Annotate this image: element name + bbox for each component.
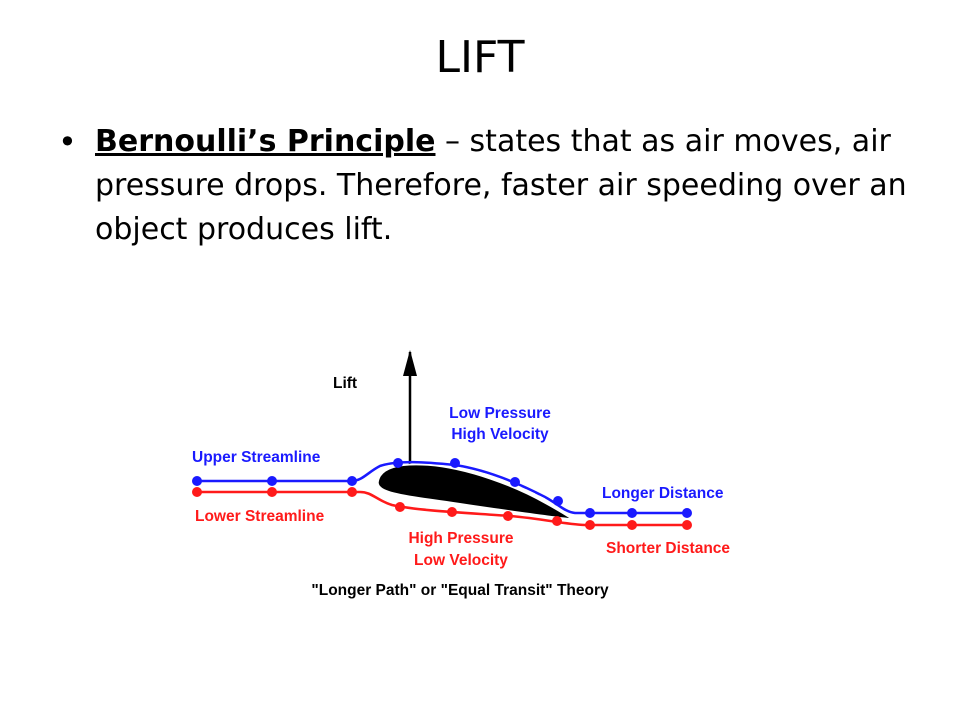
upper-dot — [267, 476, 277, 486]
longer-distance-label: Longer Distance — [602, 485, 724, 502]
high-velocity-label: High Velocity — [451, 426, 549, 443]
upper-dot — [627, 508, 637, 518]
shorter-distance-label: Shorter Distance — [606, 540, 730, 557]
lower-dot — [682, 520, 692, 530]
lower-dot — [192, 487, 202, 497]
bullet-item: • Bernoulli’s Principle – states that as… — [58, 120, 918, 252]
lift-label: Lift — [333, 375, 357, 392]
upper-dot — [585, 508, 595, 518]
theory-caption: "Longer Path" or "Equal Transit" Theory — [311, 582, 609, 599]
lower-dot — [552, 516, 562, 526]
upper-dot — [450, 458, 460, 468]
upper-streamline-edge — [379, 463, 546, 500]
lower-dot — [447, 507, 457, 517]
high-pressure-label: High Pressure — [408, 530, 513, 547]
low-pressure-label: Low Pressure — [449, 405, 551, 422]
upper-dot — [192, 476, 202, 486]
lower-streamline-dots — [192, 487, 692, 530]
bullet-symbol: • — [58, 123, 77, 161]
lower-dot — [627, 520, 637, 530]
lift-arrowhead — [403, 350, 417, 376]
upper-streamline — [195, 460, 690, 515]
upper-dot — [347, 476, 357, 486]
upper-dot — [393, 458, 403, 468]
upper-dot — [510, 477, 520, 487]
bullet-text: Bernoulli’s Principle – states that as a… — [95, 120, 918, 252]
bullet-description: – states that as air moves, air pressure… — [95, 124, 907, 247]
upper-dot — [553, 496, 563, 506]
upper-streamline-label: Upper Streamline — [192, 449, 321, 466]
lower-dot — [503, 511, 513, 521]
low-velocity-label: Low Velocity — [414, 552, 508, 569]
lower-streamline-label: Lower Streamline — [195, 508, 325, 525]
lower-dot — [267, 487, 277, 497]
upper-streamline-dots — [192, 458, 692, 518]
bullet-term: Bernoulli’s Principle — [95, 124, 436, 159]
lower-dot — [347, 487, 357, 497]
lower-dot — [585, 520, 595, 530]
lower-streamline — [195, 490, 690, 527]
airfoil — [377, 463, 573, 520]
lower-dot — [395, 502, 405, 512]
slide-title: LIFT — [435, 32, 525, 83]
upper-dot — [682, 508, 692, 518]
